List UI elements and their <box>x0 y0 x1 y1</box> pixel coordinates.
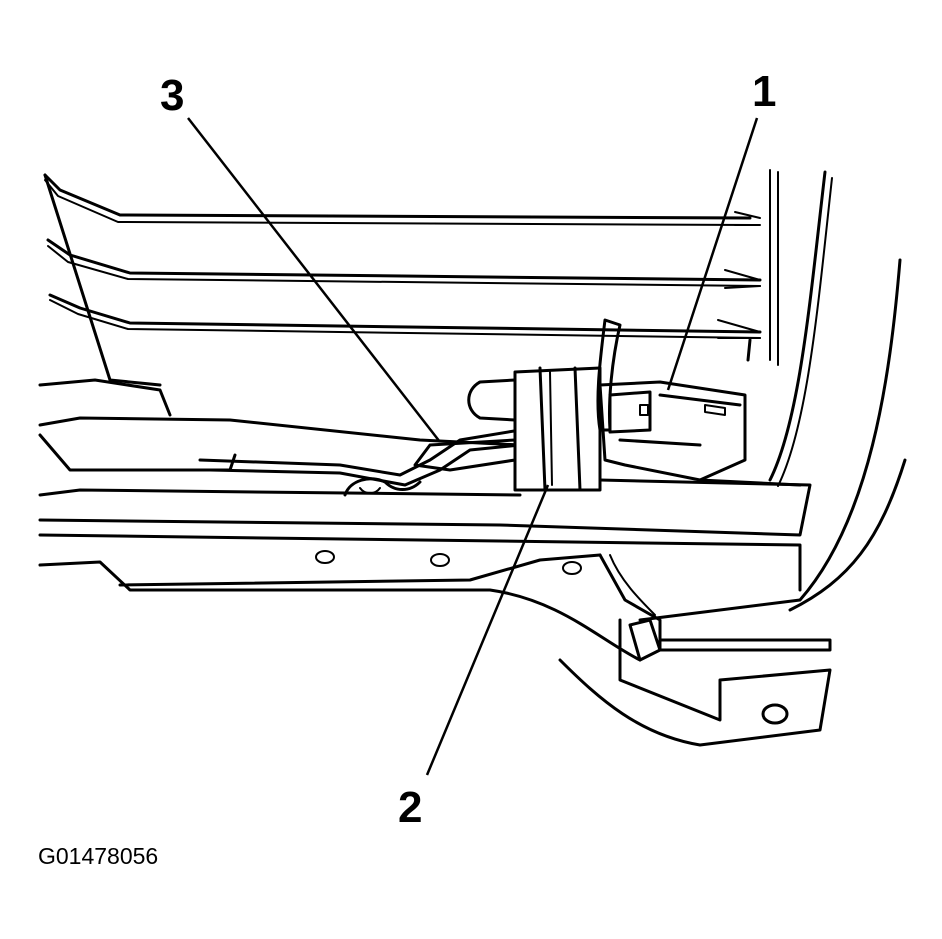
callout-number-2: 2 <box>398 783 423 832</box>
callout-number-1: 1 <box>752 67 777 116</box>
wiring-harness <box>198 428 522 497</box>
grommet <box>467 366 602 492</box>
connector <box>596 318 802 487</box>
leader-line-3 <box>187 117 441 443</box>
lower-bracket <box>558 553 832 747</box>
callout-number-3: 3 <box>160 71 185 120</box>
fender-outline <box>638 170 907 622</box>
leader-line-1 <box>666 117 759 391</box>
figure-code: G01478056 <box>38 843 159 869</box>
leader-line-2 <box>425 484 550 776</box>
body-panel <box>43 169 779 387</box>
